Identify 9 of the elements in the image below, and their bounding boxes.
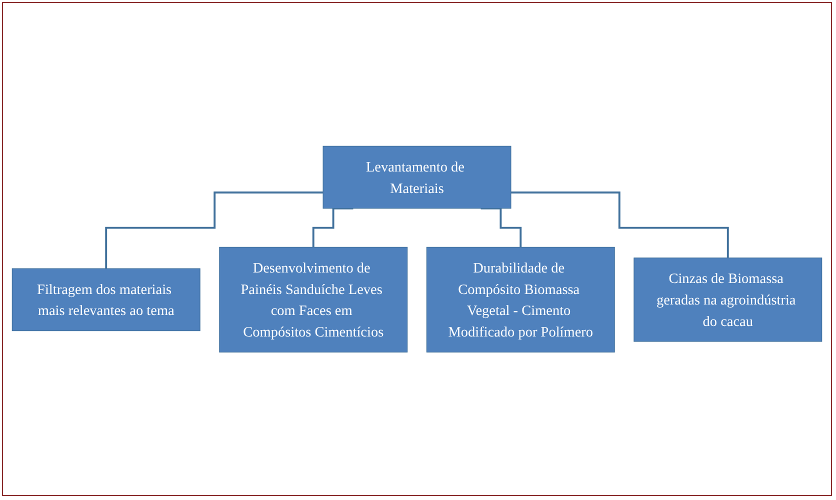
connector (312, 207, 354, 248)
node-box: Filtragem dos materiais mais relevantes ao tema (12, 268, 200, 331)
node-box: Levantamento de Materiais (322, 146, 512, 209)
node-box: Durabilidade de Compósito Biomassa Vegetal - Cimento Modificado por Polímero (426, 246, 615, 352)
node-box: Desenvolvimento de Painéis Sanduíche Leves com Faces em Compósitos Cimentícios (219, 246, 408, 352)
node-box: Cinzas de Biomassa geradas na agroindústria do cacau (634, 257, 822, 342)
connector (105, 191, 324, 270)
connector (510, 191, 729, 259)
connector (480, 207, 522, 248)
